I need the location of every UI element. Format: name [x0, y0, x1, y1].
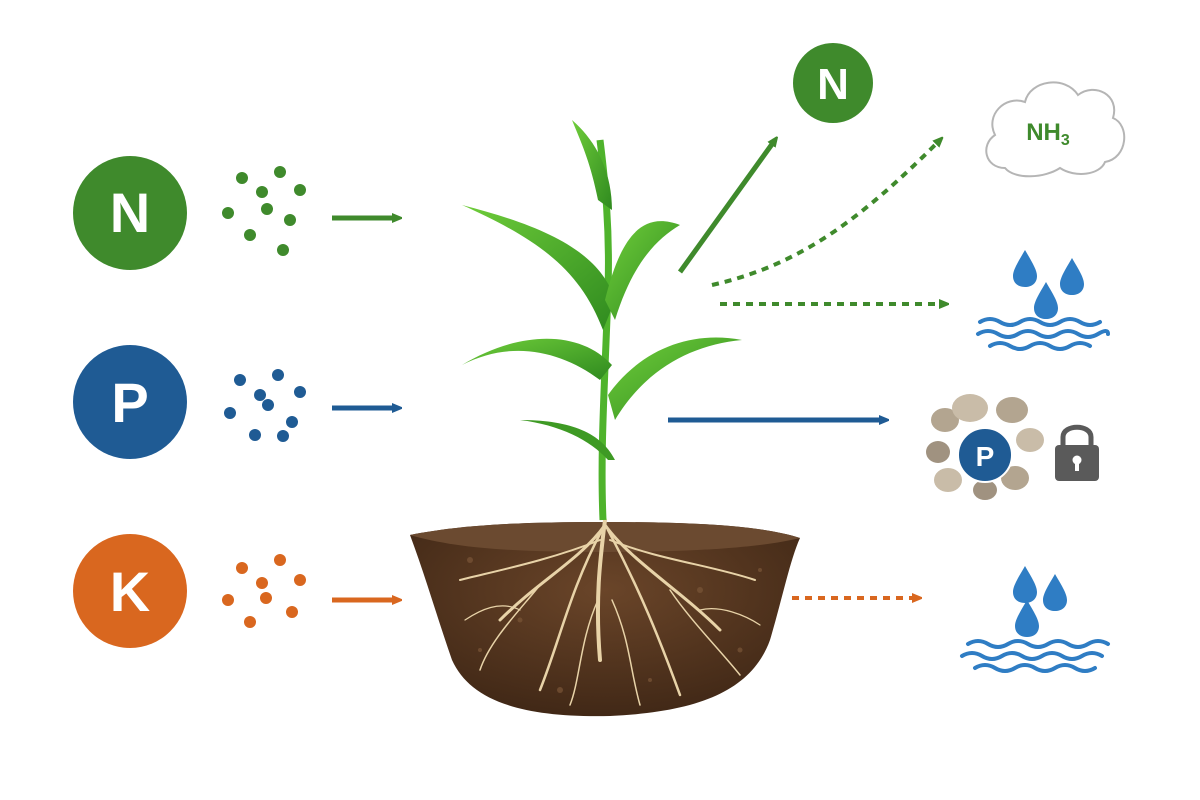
- phosphorus-granules-icon: [224, 369, 306, 442]
- nitrogen-uptake: N: [677, 43, 873, 274]
- padlock-icon: [1055, 424, 1099, 481]
- nitrogen-input: N: [73, 156, 398, 270]
- water-waves-icon: [976, 317, 1110, 351]
- fixed-phosphorus-badge: [958, 428, 1012, 482]
- nitrogen-uptake-letter: N: [817, 60, 849, 109]
- phosphorus-badge: [73, 345, 187, 459]
- plant-shoot: [462, 120, 742, 521]
- nitrogen-badge-letter: N: [110, 181, 150, 244]
- plant-leaf: [572, 120, 612, 210]
- ammonia-volatilization: NH3: [711, 81, 1126, 287]
- potassium-leaching: [792, 566, 1110, 673]
- water-waves-icon: [960, 639, 1110, 673]
- plant-leaf: [605, 221, 680, 320]
- nitrogen-uptake-badge: [793, 43, 873, 123]
- fixed-phosphorus-letter: P: [976, 441, 995, 472]
- plant-leaf: [520, 420, 615, 460]
- plant-leaf: [462, 205, 615, 330]
- plant-leaf: [608, 337, 742, 420]
- phosphorus-fixation: P: [668, 394, 1099, 500]
- plant-roots: [459, 518, 761, 706]
- soil-clump: [410, 522, 800, 717]
- potassium-badge-letter: K: [110, 560, 150, 623]
- plant-leaf: [462, 338, 612, 380]
- nitrogen-uptake-arrow: [677, 140, 775, 274]
- phosphorus-input: P: [73, 345, 398, 459]
- ammonia-label: NH3: [1026, 119, 1070, 149]
- nitrogen-granules-icon: [222, 166, 306, 256]
- water-drops-icon: [1013, 566, 1067, 637]
- potassium-badge: [73, 534, 187, 648]
- potassium-input: K: [73, 534, 398, 648]
- cloud-icon: NH3: [985, 81, 1126, 178]
- nitrogen-leaching: [720, 250, 1110, 351]
- potassium-granules-icon: [222, 554, 306, 628]
- volatilization-arrow: [711, 140, 940, 287]
- nitrogen-badge: [73, 156, 187, 270]
- phosphorus-badge-letter: P: [111, 371, 148, 434]
- water-drops-icon: [1013, 250, 1084, 319]
- soil-particles-icon: [926, 394, 1044, 500]
